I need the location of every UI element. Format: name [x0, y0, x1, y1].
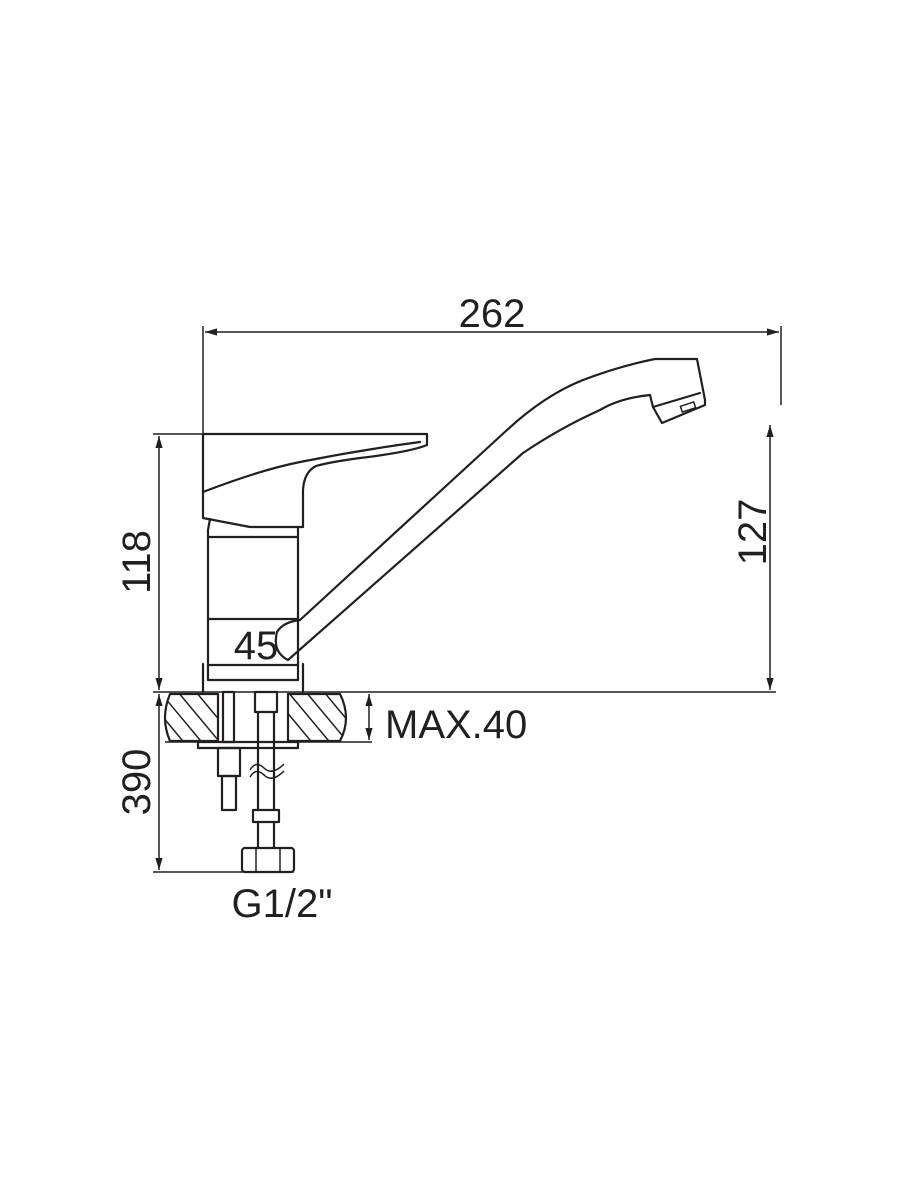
dimension-label-390: 390 [115, 749, 159, 816]
connection-thread-label: G1/2" [232, 882, 333, 926]
dimension-handle-height: 118 [115, 433, 203, 690]
dimension-spout-height: 127 [731, 425, 775, 690]
faucet-lever-handle [201, 432, 429, 529]
faucet-spout [274, 357, 707, 662]
mounting-stud [196, 690, 300, 812]
dimension-overall-length: 262 [202, 292, 782, 492]
dimension-hose-length: 390 [115, 694, 294, 873]
dimension-label-127: 127 [731, 499, 775, 566]
dimension-label-45: 45 [234, 624, 279, 668]
dimension-label-262: 262 [459, 292, 526, 336]
dimension-label-max-40: MAX.40 [385, 703, 527, 747]
dimension-label-118: 118 [115, 530, 159, 594]
dimension-countertop-thickness: MAX.40 [345, 694, 527, 747]
faucet-body: 45 [201, 517, 305, 694]
hose-nut [240, 846, 296, 874]
supply-hose [240, 690, 296, 874]
